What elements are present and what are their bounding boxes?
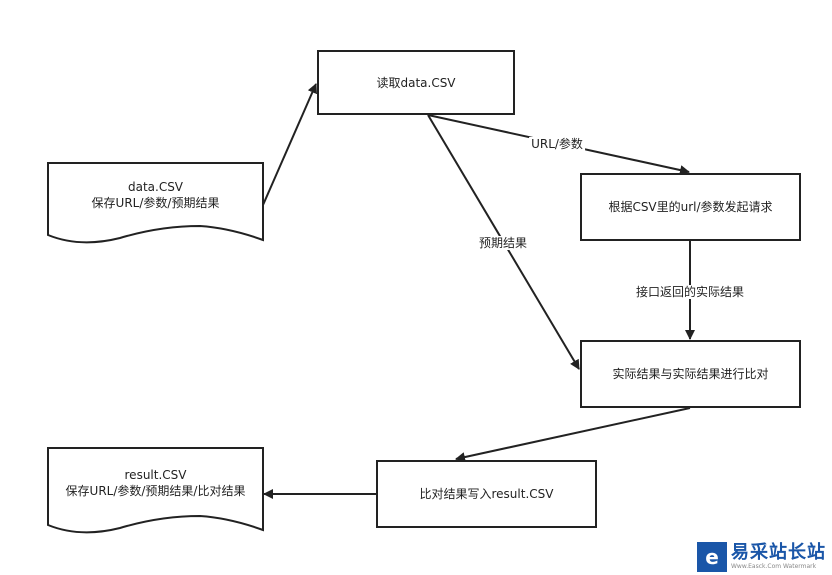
read-data-node: 读取data.CSV — [317, 50, 515, 115]
edge-label-expected: 预期结果 — [476, 236, 530, 250]
result-csv-desc: 保存URL/参数/预期结果/比对结果 — [65, 484, 246, 498]
document-shape-result-csv — [47, 447, 264, 534]
result-csv-document: result.CSV 保存URL/参数/预期结果/比对结果 — [48, 458, 263, 508]
edge-label-actual: 接口返回的实际结果 — [633, 285, 747, 299]
arrow-compare-to-write — [455, 407, 691, 462]
data-csv-title: data.CSV — [127, 180, 184, 194]
compare-node: 实际结果与实际结果进行比对 — [580, 340, 801, 408]
write-result-node: 比对结果写入result.CSV — [376, 460, 597, 528]
data-csv-desc: 保存URL/参数/预期结果 — [91, 196, 220, 210]
write-result-label: 比对结果写入result.CSV — [419, 487, 554, 501]
edge-label-url-params: URL/参数 — [529, 137, 585, 151]
send-request-label: 根据CSV里的url/参数发起请求 — [608, 200, 773, 214]
arrow-data-to-read — [262, 83, 317, 206]
send-request-node: 根据CSV里的url/参数发起请求 — [580, 173, 801, 241]
watermark-text: 易采站长站 — [731, 541, 826, 563]
watermark-logo-icon: e — [697, 541, 727, 572]
document-shape-data-csv — [47, 162, 264, 244]
watermark: e 易采站长站 Www.Easck.Com Watermark — [697, 540, 831, 573]
data-csv-document: data.CSV 保存URL/参数/预期结果 — [48, 170, 263, 220]
read-data-label: 读取data.CSV — [376, 75, 456, 90]
result-csv-title: result.CSV — [124, 468, 187, 482]
compare-label: 实际结果与实际结果进行比对 — [612, 367, 769, 381]
watermark-subtext: Www.Easck.Com Watermark — [731, 562, 817, 570]
